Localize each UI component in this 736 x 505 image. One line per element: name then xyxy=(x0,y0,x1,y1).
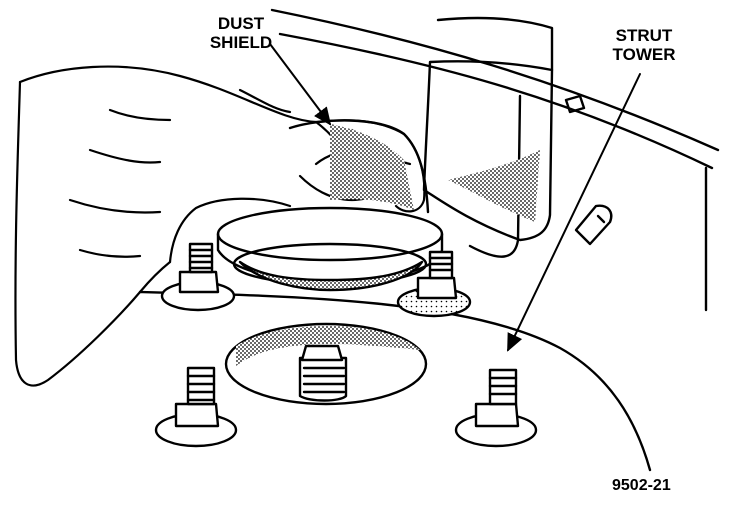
callout-dust-shield: DUST SHIELD xyxy=(196,14,286,52)
stud-lower-right xyxy=(454,368,538,448)
dust-shield xyxy=(216,119,444,292)
fender-clips xyxy=(564,94,613,246)
figure-number: 9502-21 xyxy=(612,477,671,494)
callout-strut-tower-line2: TOWER xyxy=(612,45,676,64)
stud-upper-right xyxy=(396,250,472,318)
callout-strut-tower-line1: STRUT xyxy=(615,26,673,45)
callout-dust-shield-line1: DUST xyxy=(217,14,265,33)
leader-dust-shield xyxy=(269,43,332,126)
stud-lower-left xyxy=(154,366,238,448)
callout-dust-shield-line2: SHIELD xyxy=(209,33,273,52)
callout-strut-tower: STRUT TOWER xyxy=(596,26,692,64)
leader-strut-tower xyxy=(507,73,641,352)
stud-upper-left xyxy=(160,242,236,312)
inner-panel xyxy=(422,16,554,242)
strut-opening xyxy=(224,322,428,406)
